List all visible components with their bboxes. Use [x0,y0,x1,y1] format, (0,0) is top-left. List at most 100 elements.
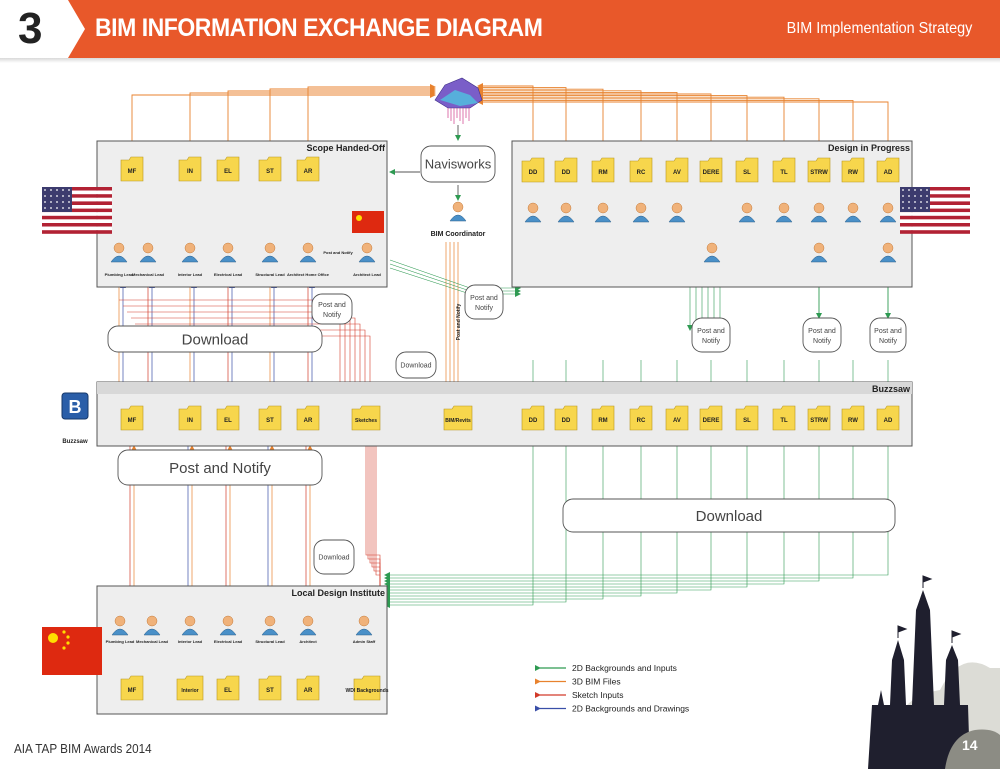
folder-in[interactable]: IN [178,156,202,182]
folder-label: EL [224,688,232,694]
person-icon-body [110,255,128,263]
folder-sl[interactable]: SL [735,157,759,183]
folder-wdibackgrounds[interactable]: WDI Backgrounds [345,675,389,701]
navisworks-box: Navisworks [420,145,496,183]
folder-label: AV [673,170,681,176]
folder-mf[interactable]: MF [120,156,144,182]
folder-dd[interactable]: DD [521,157,545,183]
connector-line [384,446,820,584]
connector-line [477,91,712,157]
connector-line [477,97,854,157]
folder-tl[interactable]: TL [772,405,796,431]
person-label: Interior Lead [178,639,203,644]
person-icon-body [111,628,129,636]
folder-dd[interactable]: DD [554,405,578,431]
post-notify-note-2-text: Post and [470,295,498,302]
folder-dd[interactable]: DD [554,157,578,183]
folder-rc[interactable]: RC [629,157,653,183]
folder-ar[interactable]: AR [296,675,320,701]
folder-interior[interactable]: Interior [176,675,204,701]
folder-icon [772,405,796,431]
person-icon-head [222,242,234,254]
folder-av[interactable]: AV [665,405,689,431]
folder-bimrevits[interactable]: BIM/Revits [443,405,473,431]
person-2 [181,242,199,263]
person-icon-body [632,215,650,223]
folder-label: RC [637,418,646,424]
folder-st[interactable]: ST [258,405,282,431]
folder-strw[interactable]: STRW [807,405,831,431]
folder-label: DD [529,170,538,176]
folder-dere[interactable]: DERE [699,405,723,431]
folder-rm[interactable]: RM [591,405,615,431]
folder-label: BIM/Revits [445,418,471,424]
folder-tl[interactable]: TL [772,157,796,183]
scope-panel: Scope Handed-Off [96,140,388,288]
person-icon-head [302,242,314,254]
folder-st[interactable]: ST [258,675,282,701]
folder-sl[interactable]: SL [735,405,759,431]
folder-icon [258,675,282,701]
folder-av[interactable]: AV [665,157,689,183]
folder-strw[interactable]: STRW [807,157,831,183]
person-icon-body [219,628,237,636]
folder-label: RM [598,170,607,176]
person-label: Structural Lead [255,639,285,644]
folder-sketches[interactable]: Sketches [351,405,381,431]
folder-icon [876,157,900,183]
person-label: Plumbing Lead [106,639,135,644]
folder-dd[interactable]: DD [521,405,545,431]
download-note-1-text: Download [400,362,431,369]
china-flag-small [352,211,384,233]
folder-in[interactable]: IN [178,405,202,431]
person-icon-body [594,215,612,223]
folder-icon [591,157,615,183]
folder-el[interactable]: EL [216,156,240,182]
folder-dere[interactable]: DERE [699,157,723,183]
folder-label: Interior [181,688,198,694]
folder-label: AR [304,418,313,424]
folder-el[interactable]: EL [216,405,240,431]
post-notify-note-5-text: Notify [879,338,897,345]
folder-rm[interactable]: RM [591,157,615,183]
folder-ad[interactable]: AD [876,405,900,431]
folder-label: AV [673,418,681,424]
person-4 [261,242,279,263]
legend-label: 2D Backgrounds and Inputs [572,663,677,673]
download-pill-left-text: Download [182,331,249,348]
person-icon-head [184,242,196,254]
folder-label: ST [266,418,274,424]
folder-icon [351,405,381,431]
folder-icon [554,157,578,183]
folder-mf[interactable]: MF [120,675,144,701]
folder-ad[interactable]: AD [876,157,900,183]
folder-icon [120,405,144,431]
folder-st[interactable]: ST [258,156,282,182]
person-icon-body [524,215,542,223]
page-subtitle: BIM Implementation Strategy [786,20,972,37]
local-person-1 [143,615,161,636]
folder-ar[interactable]: AR [296,405,320,431]
section-badge-shape [0,0,85,58]
folder-mf[interactable]: MF [120,405,144,431]
folder-label: TL [780,418,788,424]
download-pill-left-box [107,325,323,353]
connector-line [384,446,785,587]
folder-rw[interactable]: RW [841,157,865,183]
person-label: Electrical Lead [214,639,243,644]
folder-rc[interactable]: RC [629,405,653,431]
download-pill-right-text: Download [696,508,763,525]
folder-icon [629,157,653,183]
local-person-3 [219,615,237,636]
folder-icon [772,157,796,183]
post-notify-note-1-box [311,293,353,325]
person-icon-head [264,615,276,627]
header-shadow [0,58,1000,63]
folder-el[interactable]: EL [216,675,240,701]
folder-label: AD [884,170,893,176]
folder-label: WDI Backgrounds [345,688,388,694]
person-3 [219,242,237,263]
folder-ar[interactable]: AR [296,156,320,182]
folder-rw[interactable]: RW [841,405,865,431]
